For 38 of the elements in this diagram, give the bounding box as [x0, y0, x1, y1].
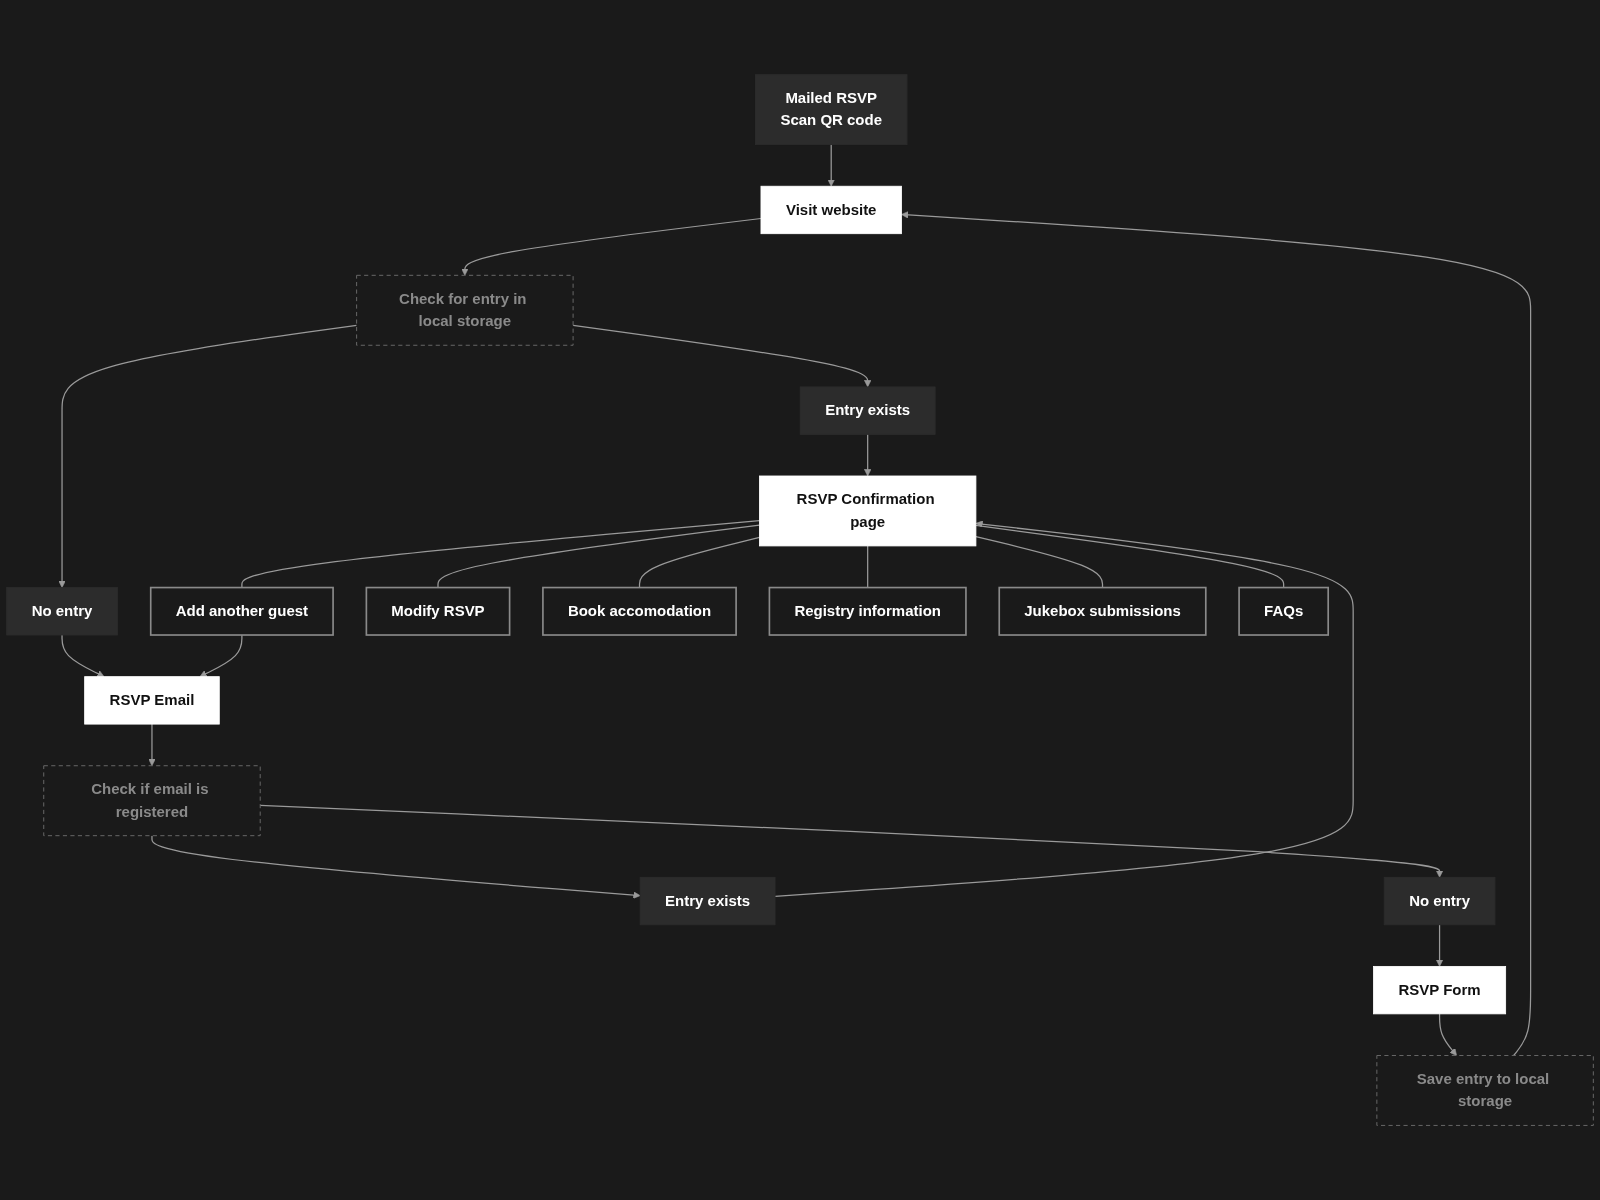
arrow — [199, 634, 243, 677]
node-box: Registry information — [768, 586, 967, 636]
connector — [638, 536, 761, 589]
arrow — [61, 634, 105, 677]
node-box: Save entry to local storage — [1376, 1055, 1594, 1126]
arrow — [461, 217, 762, 276]
node-box: RSVP Form — [1373, 965, 1507, 1015]
arrow — [864, 433, 872, 477]
arrow — [259, 804, 1444, 878]
node-box: RSVP Confirmation page — [759, 475, 977, 547]
arrow — [901, 211, 1532, 1057]
arrow — [148, 723, 156, 767]
node-box: No entry — [6, 587, 118, 636]
connector — [867, 545, 869, 589]
connector — [975, 524, 1285, 589]
arrow — [1435, 924, 1444, 967]
node-box: Jukebox submissions — [998, 586, 1207, 636]
arrow — [151, 835, 641, 899]
node-box: RSVP Email — [84, 676, 220, 725]
arrow — [774, 520, 1354, 897]
node-box: Mailed RSVP Scan QR code — [755, 74, 908, 145]
arrow — [58, 324, 358, 588]
node-box: Add another guest — [149, 586, 334, 636]
node-box: Entry exists — [639, 876, 776, 926]
node-box: No entry — [1383, 876, 1496, 926]
node-box: Entry exists — [799, 386, 936, 435]
node-box: FAQs — [1238, 586, 1330, 636]
node-box: Check if email is registered — [43, 765, 261, 837]
connector — [437, 524, 761, 589]
connector — [241, 519, 761, 589]
node-box: Book accomodation — [542, 586, 737, 636]
node-box: Modify RSVP — [365, 586, 511, 636]
node-box: Visit website — [760, 185, 902, 235]
arrow — [572, 324, 872, 388]
arrow — [1438, 1013, 1457, 1056]
connector — [975, 536, 1104, 589]
node-box: Check for entry in local storage — [356, 274, 574, 346]
arrow — [827, 143, 835, 187]
